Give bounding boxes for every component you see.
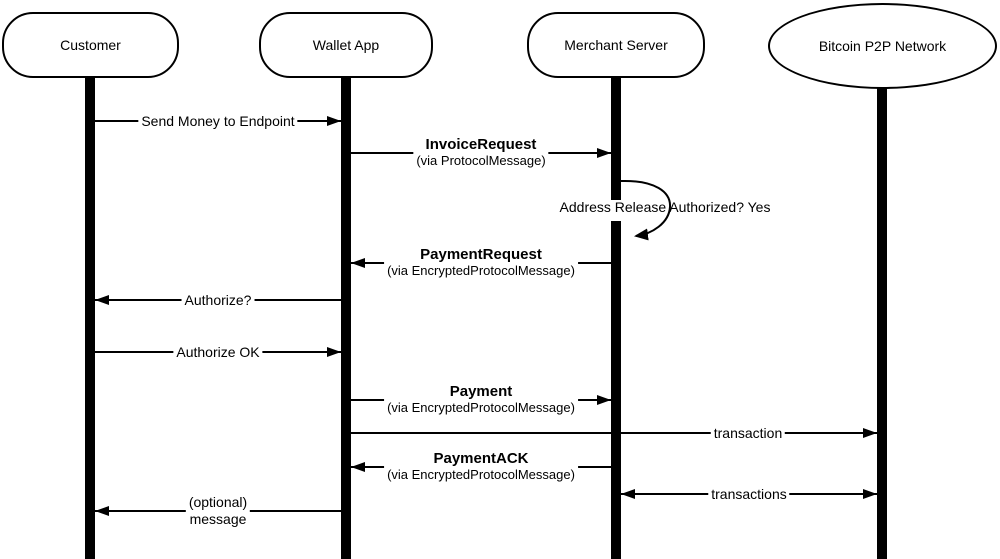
message-name-optional-message: (optional) [188,494,248,510]
actor-label-wallet-app: Wallet App [312,37,380,53]
actor-head-wallet-app: Wallet App [259,12,433,78]
message-name-invoice-request: InvoiceRequest [425,136,537,153]
arrowhead-left-transactions [621,489,635,499]
arrowhead-right-payment [597,395,611,405]
message-label-address-release: Address Release Authorized? Yes [559,199,771,215]
lifeline-wallet-app [341,77,351,559]
message-label-payment: Payment(via EncryptedProtocolMessage) [384,383,578,416]
arrowhead-left-payment-ack [351,462,365,472]
message-name-payment-request: PaymentRequest [420,246,542,263]
actor-head-merchant-server: Merchant Server [527,12,705,78]
message-via-payment-request: (via EncryptedProtocolMessage) [387,263,575,278]
arrowhead-left-payment-request [351,258,365,268]
lifeline-merchant-server [611,221,621,559]
arrowhead-right-authorize-ok [327,347,341,357]
message-label-payment-ack: PaymentACK(via EncryptedProtocolMessage) [384,450,578,483]
arrowhead-right-transaction [863,428,877,438]
message-label-authorize-question: Authorize? [181,292,255,308]
message-name-payment-ack: PaymentACK [433,450,529,467]
arrowhead-left-optional-message [95,506,109,516]
arrowhead-left-authorize-question [95,295,109,305]
message-label-optional-message: (optional)message [185,494,251,528]
arrowhead-right-transactions [863,489,877,499]
arrowhead-right-send-money [327,116,341,126]
actor-label-merchant-server: Merchant Server [564,37,668,53]
arrowhead-right-invoice-request [597,148,611,158]
message-label-send-money: Send Money to Endpoint [138,113,298,129]
message-label-payment-request: PaymentRequest(via EncryptedProtocolMess… [384,246,578,279]
message-via-payment-ack: (via EncryptedProtocolMessage) [387,467,575,482]
lifeline-bitcoin-p2p [877,87,887,559]
message-label-transactions: transactions [708,486,790,502]
message-label-invoice-request: InvoiceRequest(via ProtocolMessage) [413,136,549,169]
actor-head-customer: Customer [2,12,179,78]
lifeline-customer [85,77,95,559]
message-via-invoice-request: (via ProtocolMessage) [416,153,546,168]
message-line-transaction [351,432,877,434]
actor-head-bitcoin-p2p: Bitcoin P2P Network [768,3,997,89]
lifeline-merchant-server [611,77,621,200]
message-via-optional-message: message [189,511,247,527]
message-label-authorize-ok: Authorize OK [173,344,263,360]
message-name-payment: Payment [449,383,513,400]
actor-label-bitcoin-p2p: Bitcoin P2P Network [818,38,947,54]
message-label-transaction: transaction [710,425,786,441]
message-via-payment: (via EncryptedProtocolMessage) [387,400,575,415]
actor-label-customer: Customer [60,37,121,53]
